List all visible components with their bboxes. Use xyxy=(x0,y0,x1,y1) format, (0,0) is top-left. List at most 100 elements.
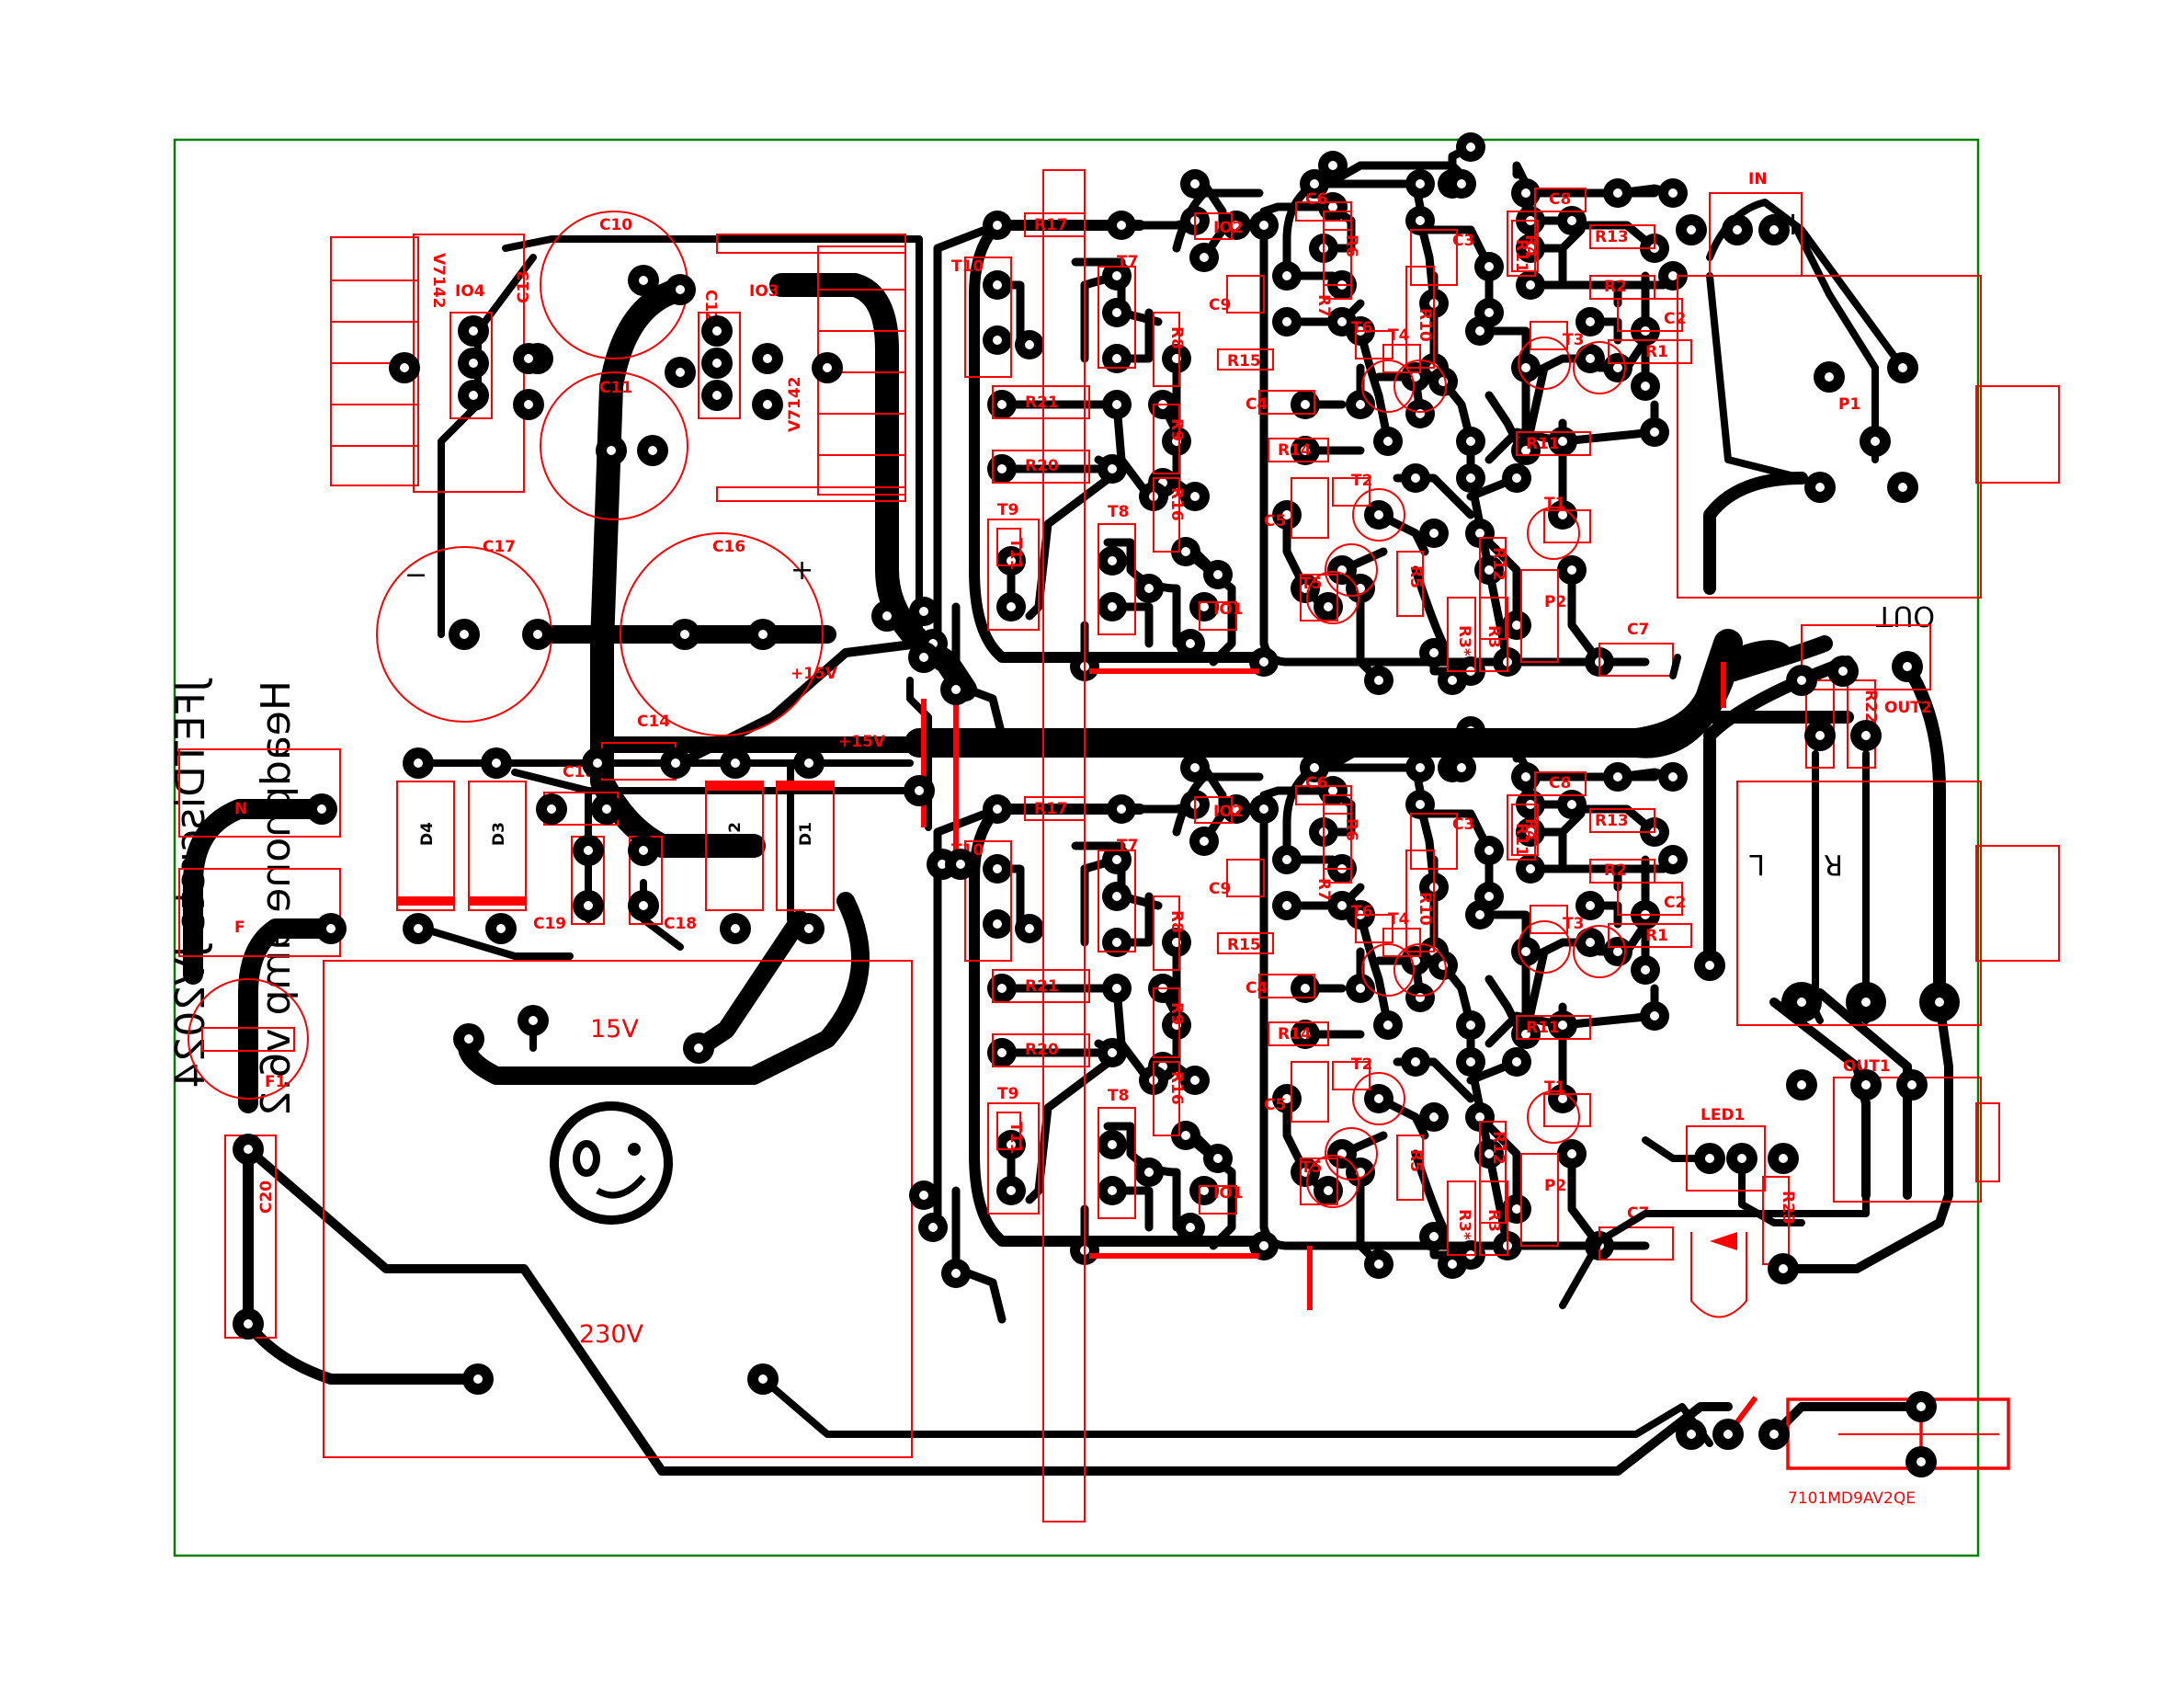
ch-top-component-outline xyxy=(1516,431,1591,456)
ch-bot-component-label: C6 xyxy=(1305,774,1327,793)
ch-top-component-outline xyxy=(1258,390,1315,415)
ch-bot-component-outline xyxy=(1608,923,1692,948)
jumper-links xyxy=(921,662,1726,1310)
ch-bot-component-outline xyxy=(1447,1180,1476,1256)
ch-bot-component-outline xyxy=(1530,905,1568,934)
ch-bot-component-outline xyxy=(1153,895,1180,971)
ch-top-component-label: T11 xyxy=(1007,538,1025,570)
ch-bot-component-outline xyxy=(1291,1061,1329,1123)
c12-label: C12 xyxy=(701,290,720,323)
ch-bot-component-label: T11 xyxy=(1007,1122,1025,1154)
c16-label: C16 xyxy=(712,538,745,556)
ch-top-component-outline xyxy=(1098,266,1136,369)
ch-bot-component-outline xyxy=(1098,1107,1136,1219)
ch-bot-component-label: R11 xyxy=(1526,1019,1560,1037)
c19-label: C19 xyxy=(533,915,566,933)
ch-top-component-outline xyxy=(1153,312,1180,387)
ch-bot-component-label: R3 xyxy=(1484,1209,1503,1232)
ch-top-component-label: T10 xyxy=(951,257,984,276)
cap-c16 xyxy=(620,532,824,736)
out-mirrored-label: OUT xyxy=(1875,599,1935,632)
ch-bot-component-outline xyxy=(1617,882,1683,916)
out2-label: OUT2 xyxy=(1884,699,1932,717)
ch-top-component-label: C9 xyxy=(1209,296,1231,314)
ch-bot-component-outline xyxy=(1589,808,1655,833)
ch-top-component-outline xyxy=(1217,348,1274,371)
c13-label: C13 xyxy=(515,270,533,303)
ch-top-component-label: R10 xyxy=(1416,308,1434,342)
c18-label: C18 xyxy=(664,915,697,933)
ch-top-component-outline xyxy=(1479,597,1508,672)
ch-bot-component-outline xyxy=(1199,1185,1237,1215)
ch-bot-component-label: R10 xyxy=(1416,892,1434,926)
ch-bot-component-label: R15 xyxy=(1227,936,1261,954)
ch-top-component-label: R14 xyxy=(1278,441,1312,460)
ch-top-transistor-outline xyxy=(1325,543,1378,597)
smiley-logo xyxy=(550,1101,673,1225)
ch-bot-trace xyxy=(969,804,1265,1247)
ch-bot-component-label: P2 xyxy=(1544,1177,1566,1195)
ch-bot-component-label: R20 xyxy=(1025,1041,1059,1059)
ch-bot-component-label: C4 xyxy=(1246,979,1268,998)
r22-label: R22 xyxy=(1861,690,1880,724)
ch-bot-trace xyxy=(1558,1011,1659,1030)
ch-top-component-outline xyxy=(1507,211,1536,277)
ch-top-trace xyxy=(1558,428,1659,446)
ch-top-component-outline xyxy=(992,450,1090,484)
ch-bot-component-outline xyxy=(1479,1121,1507,1224)
ch-top-component-outline xyxy=(1332,477,1371,507)
ch-bot-component-outline xyxy=(1534,771,1587,796)
c17-label: C17 xyxy=(483,538,516,556)
ch-bot-trace xyxy=(1567,1149,1604,1250)
ch-top-component-label: R2 xyxy=(1604,278,1627,296)
ch-top-transistor-outline xyxy=(1518,336,1571,390)
board-outline xyxy=(173,138,1980,1557)
ch-top-component-outline xyxy=(1300,574,1338,622)
ch-top-component-label: C4 xyxy=(1246,395,1268,414)
ch-bot-component-outline xyxy=(1543,1093,1591,1127)
in-header-label: IN xyxy=(1748,170,1768,188)
ch-top-component-label: T1 xyxy=(1544,495,1565,513)
ch-top-component-label: R4 xyxy=(1521,234,1540,257)
ch-bot-component-label: R14 xyxy=(1278,1025,1312,1044)
ch-bot-component-outline xyxy=(1410,813,1458,870)
board-subtitle: Headphone amp v6.2 xyxy=(253,680,300,1116)
ch-bot-component-outline xyxy=(1520,1153,1559,1247)
c10-label: C10 xyxy=(599,216,632,234)
ch-top-component-label: R17 xyxy=(1034,216,1068,234)
ch-bot-component-label: IO1 xyxy=(1213,1184,1244,1203)
silk-plus15v: +15V xyxy=(791,665,838,683)
ch-bot-component-label: T1 xyxy=(1544,1078,1565,1097)
ch-top-component-outline xyxy=(1479,537,1507,640)
ch-top-trace xyxy=(1475,326,1530,455)
diode-d3 xyxy=(468,781,527,911)
cap-c11 xyxy=(540,371,688,520)
ch-top-component-outline xyxy=(1520,569,1559,663)
ch-top-component-label: R15 xyxy=(1227,352,1261,371)
ch-top-component-outline xyxy=(1153,477,1180,553)
ch-bot-component-outline xyxy=(1323,813,1352,884)
transformer-outline xyxy=(323,960,913,1458)
p1-label: P1 xyxy=(1838,395,1860,414)
ch-bot-component-outline xyxy=(1194,796,1233,824)
ch-top-component-label: IO2 xyxy=(1213,219,1244,237)
ch-bot-component-label: T6 xyxy=(1351,903,1372,921)
r23-label: R23 xyxy=(1779,1191,1797,1225)
ch-bot-component-label: R8 xyxy=(1167,910,1186,933)
ch-bot-component-label: C3 xyxy=(1452,815,1474,834)
ch-bot-component-label: T2 xyxy=(1351,1055,1372,1074)
ch-top-component-outline xyxy=(1382,344,1421,373)
ch-bot-component-outline xyxy=(1516,1015,1591,1040)
ch-bot-transistor-outline xyxy=(1325,1127,1378,1180)
ch-bot-component-outline xyxy=(1226,859,1265,897)
ch-top-component-label: R12 xyxy=(1489,547,1507,581)
ch-top-component-outline xyxy=(1226,275,1265,314)
c11-label: C11 xyxy=(599,379,632,397)
ch-bot-component-outline xyxy=(964,840,1012,962)
ch-top-component-outline xyxy=(1410,229,1458,286)
ch-top-component-label: C7 xyxy=(1627,621,1649,639)
l-mirrored-label: L xyxy=(1749,848,1765,880)
fuse-f1-outline xyxy=(188,978,309,1100)
ch-bot-component-outline xyxy=(1511,804,1539,856)
